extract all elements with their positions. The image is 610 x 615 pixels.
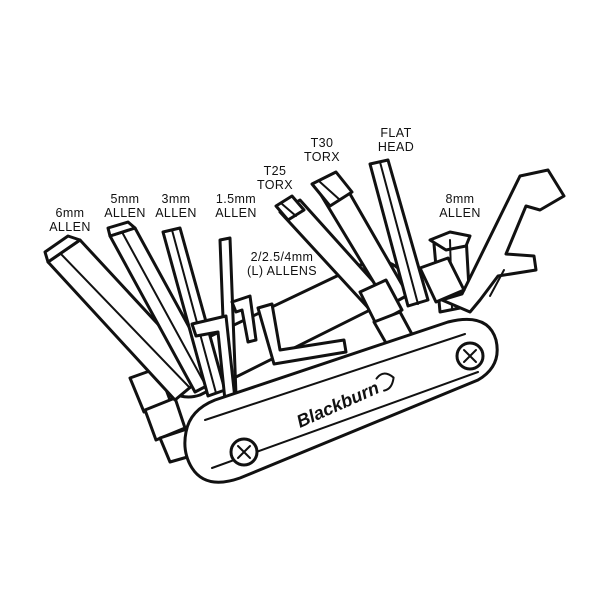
- rivet-right: [455, 341, 485, 371]
- label-1-5mm-allen: 1.5mm ALLEN: [215, 192, 257, 220]
- label-t30-torx: T30 TORX: [303, 136, 341, 164]
- tool-6mm-allen: [43, 234, 207, 402]
- tool-chain-hook: [440, 168, 566, 314]
- label-8mm-allen: 8mm ALLEN: [439, 192, 481, 220]
- tool-t25-torx: [274, 194, 392, 314]
- tool-flat-head: [368, 158, 430, 308]
- label-l-allens: 2/2.5/4mm (L) ALLENS: [246, 250, 317, 278]
- label-t25-torx: T25 TORX: [256, 164, 294, 192]
- label-3mm-allen: 3mm ALLEN: [155, 192, 197, 220]
- label-flat-head: FLAT HEAD: [377, 126, 415, 154]
- label-6mm-allen: 6mm ALLEN: [49, 206, 91, 234]
- rivet-left: [229, 437, 259, 467]
- label-5mm-allen: 5mm ALLEN: [104, 192, 146, 220]
